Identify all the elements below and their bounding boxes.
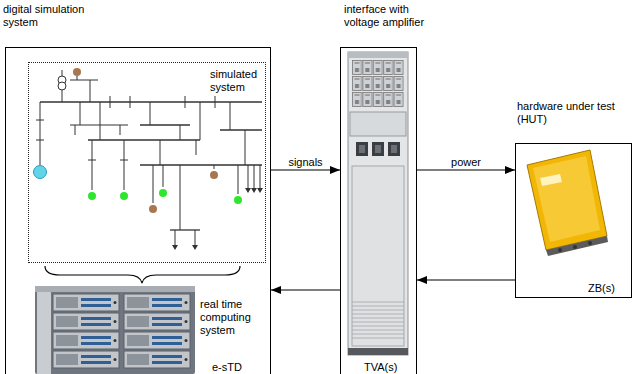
edge-label: signals (286, 156, 324, 169)
curly-brace (45, 266, 240, 283)
box-heading: digital simulation system (3, 3, 113, 29)
box-label: e-sTD (212, 361, 242, 374)
box-heading: simulated system (210, 68, 262, 94)
edge-label: power (449, 156, 483, 169)
grid-lines (36, 70, 262, 245)
box-heading: interface with voltage amplifier (344, 3, 440, 29)
signal-arrow (417, 279, 515, 280)
server-image (35, 286, 195, 374)
text-slot: ZB(s) (588, 278, 628, 296)
text-slot: digital simulation system (3, 3, 113, 30)
box-label: ZB(s) (588, 282, 615, 295)
edge-label-slot: power (449, 152, 483, 170)
text-slot: real time computing system (200, 298, 266, 338)
system-box: hardware under test (HUT) ZB(s) (513, 95, 635, 300)
edge-label-slot: signals (286, 152, 324, 170)
text-slot: e-sTD (212, 357, 266, 374)
text-slot: interface with voltage amplifier (344, 3, 440, 30)
box-heading: hardware under test (HUT) (517, 100, 629, 126)
text-slot: hardware under test (HUT) (517, 100, 629, 127)
grid-loads (172, 188, 263, 250)
inverter-image (527, 150, 608, 256)
system-box: digital simulation system real time compu… (0, 0, 272, 374)
signal-arrow (271, 289, 340, 290)
signal-arrow (417, 169, 515, 170)
system-box: interface with voltage amplifierTVA(s) (338, 0, 418, 374)
signal-arrow (271, 169, 340, 170)
simulated-region: simulated system (28, 62, 266, 263)
transformer-symbol (58, 76, 66, 90)
text-slot: simulated system (210, 68, 262, 95)
box-outline (515, 143, 632, 298)
text-slot: TVA(s) (364, 357, 414, 374)
box-outline (340, 47, 417, 374)
box-label: TVA(s) (364, 361, 397, 374)
amplifier-rack (348, 52, 408, 355)
box-label: real time computing system (200, 298, 266, 337)
